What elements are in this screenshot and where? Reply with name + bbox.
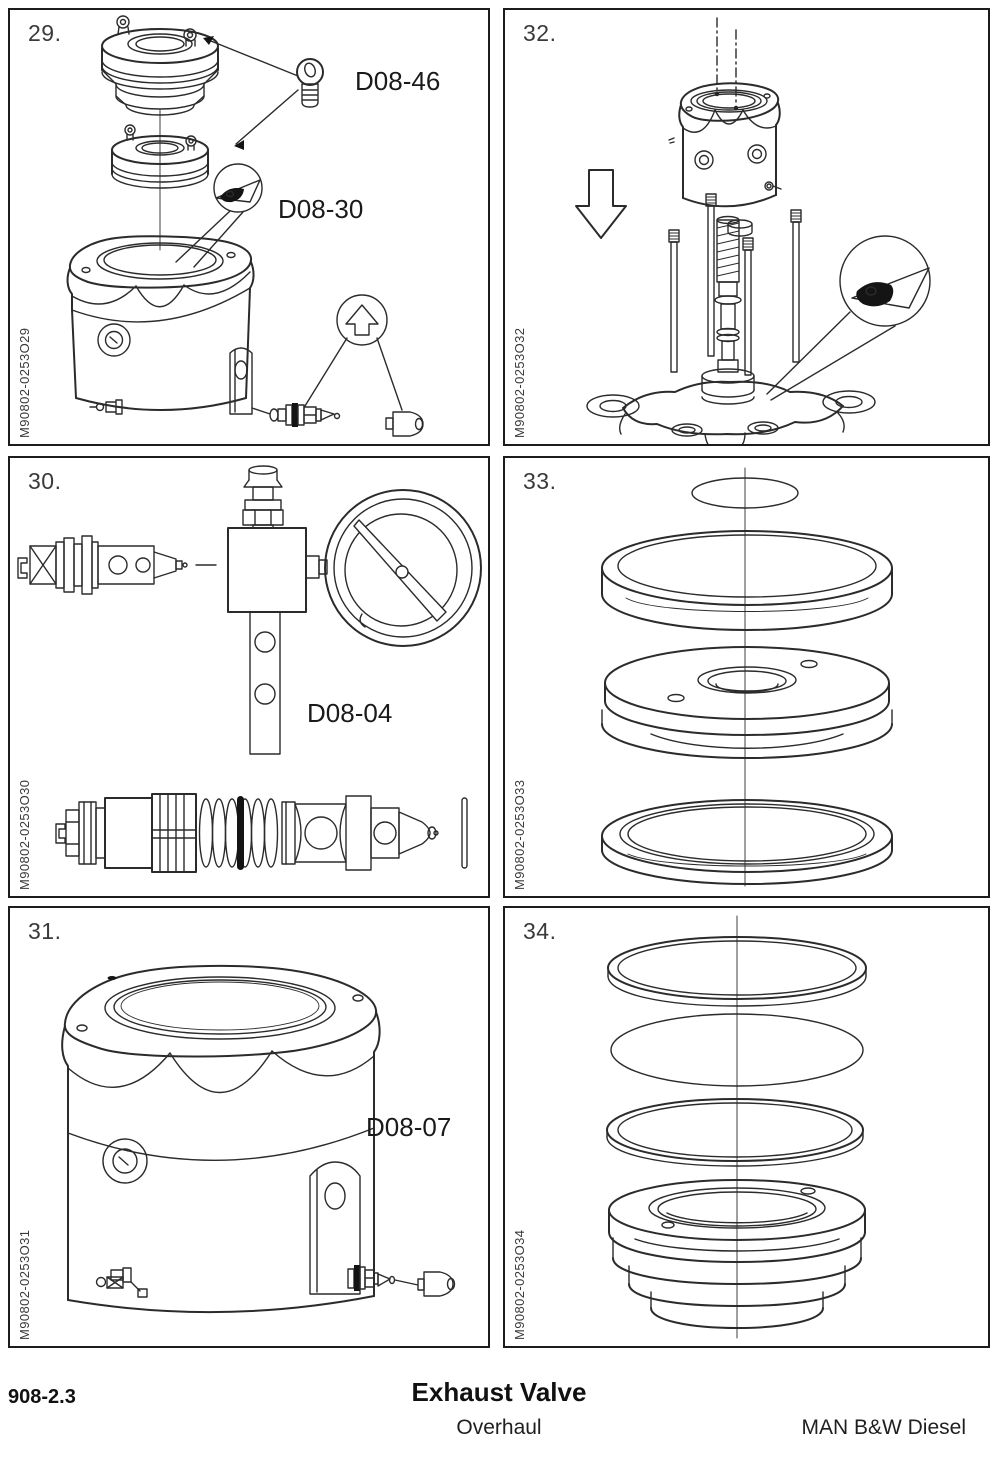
panel-number: 30.: [28, 468, 62, 494]
figure-panel-29: 29. D08-46 D08-30 M90802-0253O29: [8, 8, 490, 446]
test-valve-nipple-part: [347, 1265, 419, 1291]
upper-seal-ring: [601, 530, 893, 631]
drawing-housing-mounting: [575, 17, 931, 444]
alignment-guide-lines: [716, 17, 737, 107]
part-label-d08-07: D08-07: [366, 1112, 452, 1142]
part-label-d08-46: D08-46: [355, 66, 441, 96]
drain-valve-part: [95, 1267, 148, 1298]
figure-panel-30: 30. D08-04 M90802-0253O30: [8, 456, 490, 898]
up-arrow-icon: [336, 294, 388, 346]
section-number: 908-2.3: [8, 1386, 76, 1408]
figure-id: M90802-0253O30: [17, 779, 32, 890]
brand-name: MAN B&W Diesel: [801, 1416, 966, 1439]
drawing-sealing-set-exploded: [606, 915, 867, 1339]
drawing-valve-housing-large: [61, 964, 456, 1314]
valve-housing-body: [61, 964, 381, 1314]
upper-seal-ring: [607, 936, 867, 1007]
panel-number: 33.: [523, 468, 557, 494]
down-arrow-icon: [575, 169, 627, 239]
valve-spindle-assembly: [668, 193, 802, 405]
pointer-lines: [766, 311, 896, 401]
panel-number: 29.: [28, 20, 62, 46]
drawing-sealing-rings-exploded: [601, 467, 893, 887]
pin-part: [461, 797, 468, 869]
gauge-manifold-block: [227, 465, 328, 755]
inspect-eye-icon: [839, 235, 931, 327]
o-ring-edge-view: [237, 796, 244, 870]
figure-id: M90802-0253O34: [512, 1229, 527, 1340]
figure-id: M90802-0253O33: [512, 779, 527, 890]
piston-drum-part: [608, 1179, 866, 1329]
figure-panel-32: 32. M90802-0253O32: [503, 8, 990, 446]
figure-panel-33: 33. M90802-0253O33: [503, 456, 990, 898]
page-title: Exhaust Valve: [411, 1377, 587, 1407]
quick-coupling-part: [17, 535, 188, 595]
pointer-lines: [304, 337, 403, 411]
part-label-d08-30: D08-30: [278, 194, 364, 224]
panel-number: 31.: [28, 918, 62, 944]
pointer-lines: [205, 38, 299, 145]
inspect-eye-icon: [213, 163, 263, 213]
valve-housing-part: [668, 82, 782, 237]
page-subtitle: Overhaul: [456, 1416, 542, 1439]
o-ring-seal: [610, 1013, 864, 1087]
piston-disc-part: [601, 646, 893, 759]
part-label-d08-04: D08-04: [307, 698, 393, 728]
figure-panel-31: 31. D08-07 M90802-0253O31: [8, 906, 490, 1348]
o-ring-seal: [691, 477, 799, 509]
upper-piston-ring-part: [101, 15, 219, 116]
lower-piston-ring-part: [111, 124, 209, 189]
figure-panel-34: 34. M90802-0253O34: [503, 906, 990, 1348]
panel-number: 34.: [523, 918, 557, 944]
eye-bolt-part: [296, 58, 324, 108]
valve-housing-body: [66, 235, 255, 415]
protection-cap-part: [417, 1271, 456, 1297]
lower-seal-ring: [606, 1098, 864, 1167]
test-valve-nipple-part: [251, 403, 341, 427]
figure-id: M90802-0253O32: [512, 327, 527, 438]
drawing-pressure-test-tool: [17, 465, 482, 873]
lower-seal-ring: [601, 799, 893, 885]
coupling-exploded-assembly: [55, 793, 468, 873]
figure-id: M90802-0253O31: [17, 1229, 32, 1340]
cylinder-cover-base: [586, 380, 876, 444]
pressure-gauge: [324, 489, 482, 647]
figure-id: M90802-0253O29: [17, 327, 32, 438]
drawing-exhaust-valve-housing-exploded: [66, 15, 424, 437]
panel-number: 32.: [523, 20, 557, 46]
protection-cap-part: [385, 411, 424, 437]
